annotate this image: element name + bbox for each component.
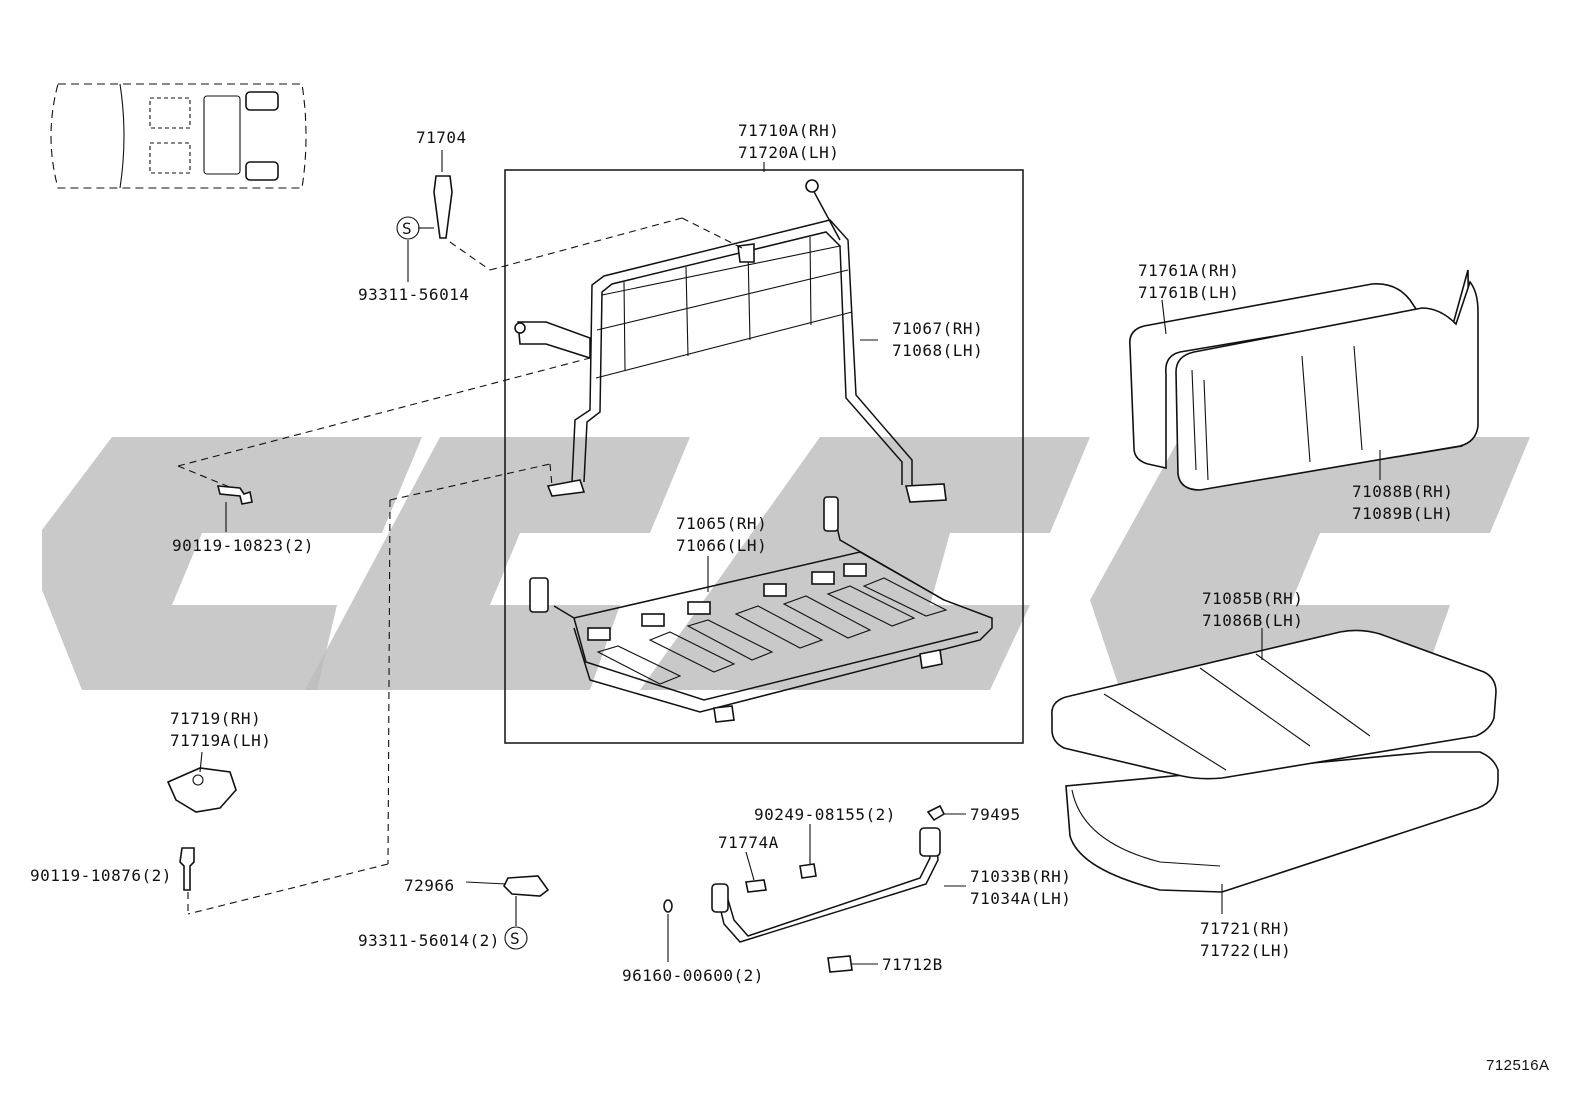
label-71034a-lh: 71034A(LH) <box>970 889 1071 908</box>
label-71719-rh: 71719(RH) <box>170 709 261 728</box>
label-93311-56014-2: 93311-56014(2) <box>358 931 500 950</box>
bolt-90249 <box>799 863 817 879</box>
clip-79495 <box>926 804 946 822</box>
label-71721-rh: 71721(RH) <box>1200 919 1291 938</box>
bushing-71712b <box>827 955 853 973</box>
label-71033b-rh: 71033B(RH) <box>970 867 1071 886</box>
label-71088b-rh: 71088B(RH) <box>1352 482 1453 501</box>
label-71712b: 71712B <box>882 955 943 974</box>
label-79495: 79495 <box>970 805 1021 824</box>
seat-cushion-frame <box>529 496 993 723</box>
watermark-logo <box>42 437 1530 690</box>
seat-cushion-pad <box>1051 629 1499 893</box>
diagram-id: 712516A <box>1486 1057 1550 1074</box>
label-71089b-lh: 71089B(LH) <box>1352 504 1453 523</box>
label-71761b-lh: 71761B(LH) <box>1138 283 1239 302</box>
label-90249-08155: 90249-08155(2) <box>754 805 896 824</box>
clip-71704 <box>433 175 453 239</box>
svg-text:S: S <box>402 219 412 238</box>
label-71710a-rh: 71710A(RH) <box>738 121 839 140</box>
label-72966: 72966 <box>404 876 455 895</box>
label-71720a-lh: 71720A(LH) <box>738 143 839 162</box>
part-labels: 71704 93311-56014 71710A(RH) 71720A(LH) … <box>30 121 1453 985</box>
seat-back-pad <box>1128 269 1479 491</box>
nut-96160 <box>663 899 673 913</box>
bolt-90119-10823 <box>216 485 253 505</box>
label-71761a-rh: 71761A(RH) <box>1138 261 1239 280</box>
hardware-parts <box>179 175 946 973</box>
label-71068-lh: 71068(LH) <box>892 341 983 360</box>
label-71067-rh: 71067(RH) <box>892 319 983 338</box>
clip-72966 <box>503 875 550 897</box>
armrest-cover <box>166 767 237 813</box>
vehicle-location-icon <box>50 83 307 189</box>
seat-back-frame <box>514 179 947 503</box>
label-71086b-lh: 71086B(LH) <box>1202 611 1303 630</box>
label-71065-rh: 71065(RH) <box>676 514 767 533</box>
bolt-90119-10876 <box>179 847 195 891</box>
leader-lines <box>177 150 1381 965</box>
label-71722-lh: 71722(LH) <box>1200 941 1291 960</box>
label-93311-56014: 93311-56014 <box>358 285 469 304</box>
label-71719a-lh: 71719A(LH) <box>170 731 271 750</box>
label-96160-00600: 96160-00600(2) <box>622 966 764 985</box>
pin-71774a <box>745 879 767 893</box>
label-71774a: 71774A <box>718 833 779 852</box>
label-71066-lh: 71066(LH) <box>676 536 767 555</box>
svg-text:S: S <box>510 929 520 948</box>
label-71085b-rh: 71085B(RH) <box>1202 589 1303 608</box>
label-90119-10823: 90119-10823(2) <box>172 536 314 555</box>
label-90119-10876: 90119-10876(2) <box>30 866 172 885</box>
label-71704: 71704 <box>416 128 467 147</box>
